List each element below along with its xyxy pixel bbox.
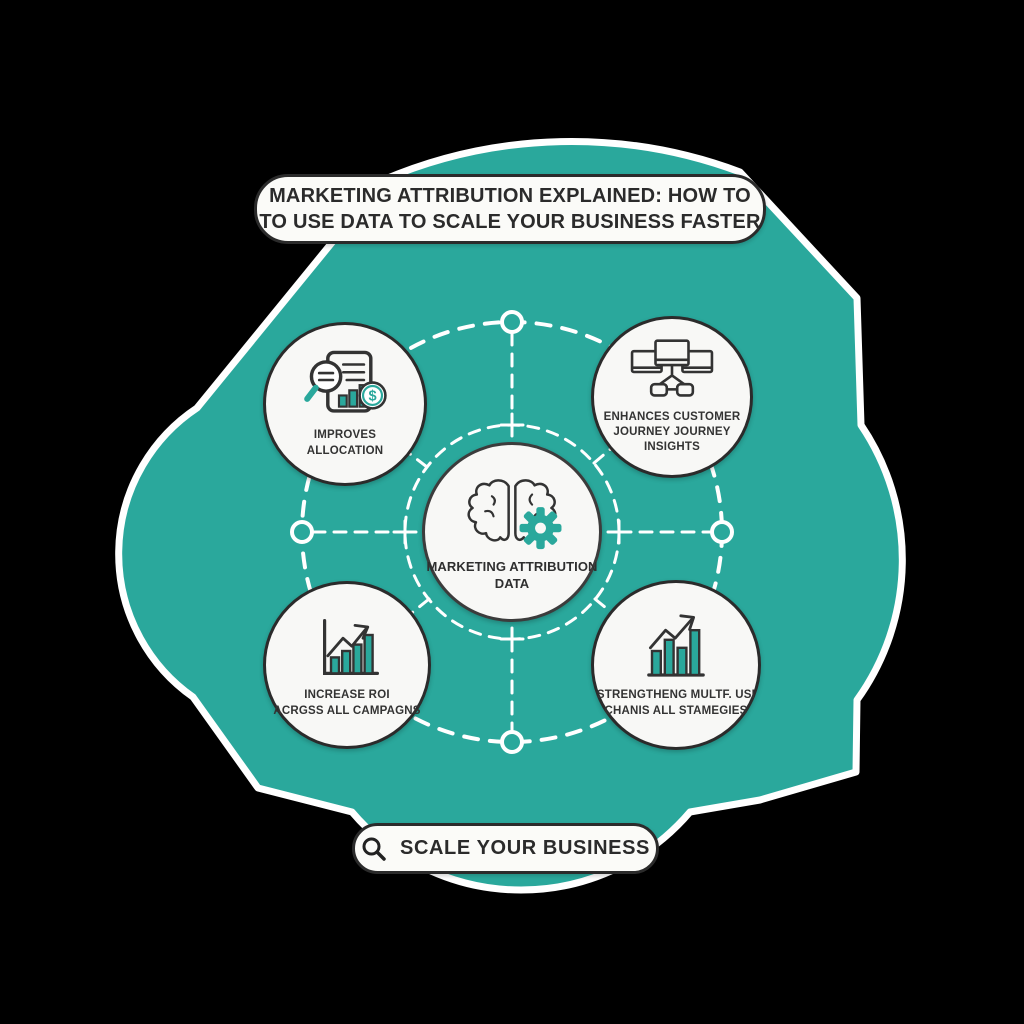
node-label: INCREASE ROI ACRGSS ALL CAMPAGNS: [273, 689, 421, 717]
cross-tick-marks: [392, 412, 632, 652]
growth-bars-arrow-icon: [647, 614, 705, 677]
search-icon: [362, 837, 386, 861]
rising-bar-chart-icon: [323, 619, 379, 676]
center-label: MARKETING ATTRIBUTION DATA: [426, 559, 598, 591]
dollar-glyph: $: [368, 389, 376, 405]
node-label: STRENGTHENG MULTF. USI CHANIS ALL STAMEG…: [596, 689, 756, 717]
title-line-1: MARKETING ATTRIBUTION EXPLAINED: HOW TO: [269, 184, 751, 207]
cta-label: SCALE YOUR BUSINESS: [400, 837, 650, 859]
node-customer-journey-insights: ENHANCES CUSTOMER JOURNEY JOURNEY INSIGH…: [591, 316, 753, 478]
node-label: ENHANCES CUSTOMER JOURNEY JOURNEY INSIGH…: [603, 410, 741, 454]
title-line-2: TO USE DATA TO SCALE YOUR BUSINESS FASTE…: [259, 211, 761, 233]
node-label: IMPROVES ALLOCATION: [306, 429, 384, 457]
node-increase-roi: INCREASE ROI ACRGSS ALL CAMPAGNS: [263, 581, 431, 749]
node-strengthen-channels: STRENGTHENG MULTF. USI CHANIS ALL STAMEG…: [591, 580, 761, 750]
brain-gear-icon: [467, 479, 562, 550]
connected-devices-icon: [630, 339, 714, 397]
title-banner: MARKETING ATTRIBUTION EXPLAINED: HOW TO …: [254, 174, 766, 244]
document-magnifier-dollar-icon: $: [304, 351, 387, 413]
dashed-connector-network: [290, 310, 734, 754]
ring-node-dots: [290, 310, 734, 754]
center-node-marketing-attribution-data: MARKETING ATTRIBUTION DATA: [422, 442, 602, 622]
node-improves-allocation: $ IMPROVES ALLOCATION: [263, 322, 427, 486]
scale-your-business-button[interactable]: SCALE YOUR BUSINESS: [352, 823, 659, 874]
gear-glyph: [519, 507, 562, 550]
